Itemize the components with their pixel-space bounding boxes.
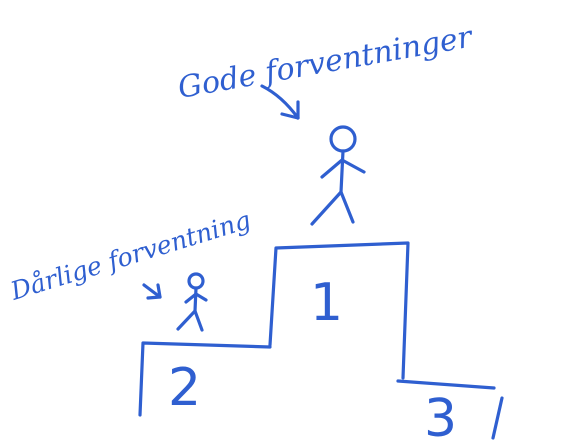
stick-figure-tall-icon — [310, 125, 366, 226]
arrow-bad-icon — [142, 283, 162, 299]
label-bad-expectations: Dårlige forventning — [6, 205, 254, 306]
arrow-good-icon — [260, 84, 300, 120]
podium-block-second — [138, 341, 272, 417]
label-good-expectations: Gode forventninger — [175, 19, 476, 105]
podium-block-third-side — [491, 396, 504, 440]
podium-block-third — [396, 379, 496, 390]
arrowhead-bad-icon — [146, 283, 162, 300]
podium-number-second: 2 — [168, 358, 201, 418]
arrowhead-good-icon — [280, 100, 300, 120]
podium-block-first — [268, 241, 410, 380]
podium-number-third: 3 — [424, 389, 457, 443]
podium-number-first: 1 — [310, 273, 343, 333]
stick-figure-small-icon — [176, 272, 208, 332]
